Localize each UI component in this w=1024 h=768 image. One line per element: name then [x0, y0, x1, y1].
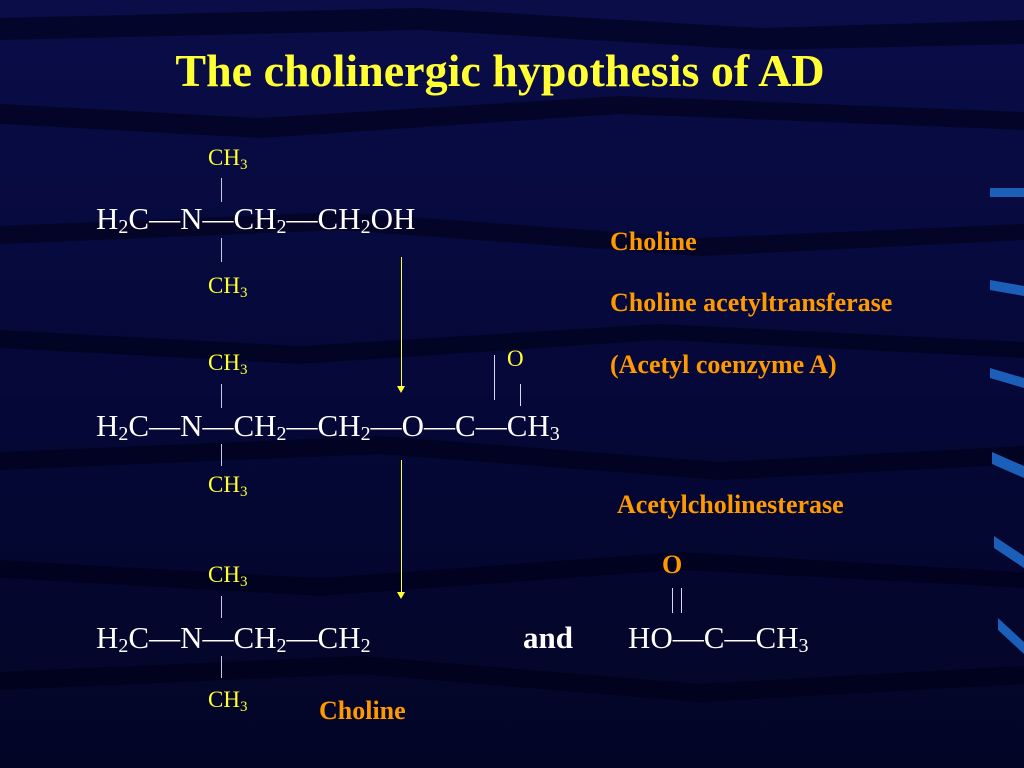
ch3-subscript: 3: [239, 285, 248, 301]
label-choline-acetyltransferase: Choline acetyltransferase: [610, 288, 893, 317]
row3-carbonyl-oxygen: O: [662, 550, 683, 579]
ch3-text: CH: [208, 562, 240, 587]
row3-acetic-acid-formula: HO—C—CH3: [628, 620, 809, 657]
row3-ch3-top: CH3: [208, 563, 247, 590]
row3-choline-formula: H2C—N—CH2—CH2: [96, 620, 371, 657]
row2-double-bond-right: [520, 384, 521, 406]
row1-ch3-bottom: CH3: [208, 274, 247, 301]
row1-bottom-bond: [221, 238, 222, 262]
row2-ch3-top: CH3: [208, 351, 247, 378]
row2-double-bond-left: [494, 355, 495, 400]
row3-and: and: [523, 620, 573, 655]
row1-top-bond: [221, 178, 222, 202]
label-choline-bottom: Choline: [319, 696, 406, 725]
label-acetyl-coenzyme-a: (Acetyl coenzyme A): [610, 350, 837, 379]
label-choline: Choline: [610, 227, 697, 256]
slide-title: The cholinergic hypothesis of AD: [175, 45, 825, 96]
ch3-text: CH: [208, 687, 240, 712]
ch3-text: CH: [208, 350, 240, 375]
ch3-subscript: 3: [239, 574, 248, 590]
row2-top-bond: [221, 384, 222, 408]
row2-carbonyl-oxygen: O: [507, 346, 524, 371]
row1-choline-formula: H2C—N—CH2—CH2OH: [96, 201, 416, 238]
ch3-text: CH: [208, 472, 240, 497]
ch3-subscript: 3: [239, 699, 248, 715]
reaction-arrow-hydrolysis: [397, 460, 405, 599]
row3-double-bond-right: [681, 588, 682, 613]
ch3-text: CH: [208, 273, 240, 298]
row3-double-bond-left: [672, 588, 673, 613]
ch3-subscript: 3: [239, 484, 248, 500]
reaction-arrow-acetylation: [397, 257, 405, 393]
row2-bottom-bond: [221, 444, 222, 466]
label-acetylcholinesterase: Acetylcholinesterase: [617, 490, 844, 519]
ch3-subscript: 3: [239, 157, 248, 173]
row2-acetylcholine-formula: H2C—N—CH2—CH2—O—C—CH3: [96, 408, 560, 445]
row3-top-bond: [221, 596, 222, 618]
row3-ch3-bottom: CH3: [208, 688, 247, 715]
ch3-text: CH: [208, 145, 240, 170]
row2-ch3-bottom: CH3: [208, 473, 247, 500]
row1-ch3-top: CH3: [208, 146, 247, 173]
row3-bottom-bond: [221, 656, 222, 678]
ch3-subscript: 3: [239, 362, 248, 378]
